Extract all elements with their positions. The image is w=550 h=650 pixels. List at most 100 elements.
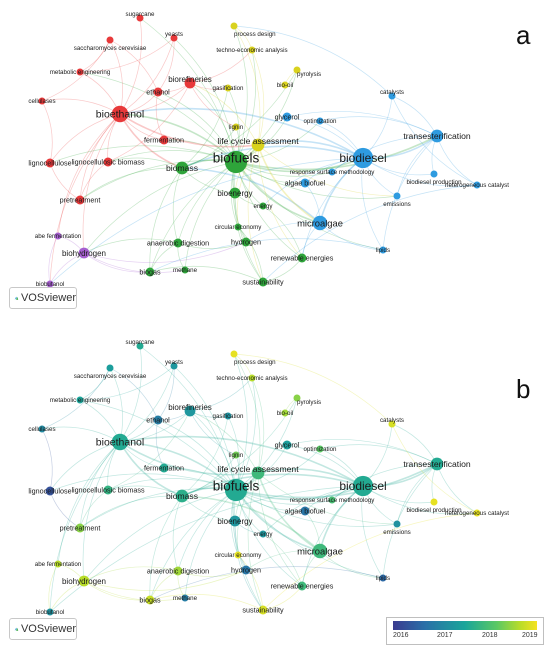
node-biobutanol[interactable] <box>46 608 54 616</box>
node-anaerobic[interactable] <box>173 238 183 248</box>
node-biooil[interactable] <box>281 81 289 89</box>
node-transesterification[interactable] <box>430 129 444 143</box>
node-energy[interactable] <box>259 530 267 538</box>
node-optimization[interactable] <box>316 445 324 453</box>
node-gasification[interactable] <box>224 84 232 92</box>
node-biogas[interactable] <box>145 267 155 277</box>
node-algae_biofuel[interactable] <box>300 178 310 188</box>
node-lignocellulosic[interactable] <box>103 485 113 495</box>
node-methane[interactable] <box>181 266 189 274</box>
node-microalgae[interactable] <box>312 543 328 559</box>
node-anaerobic[interactable] <box>173 566 183 576</box>
node-lignin[interactable] <box>232 123 240 131</box>
node-process_design[interactable] <box>230 22 238 30</box>
node-sustainability[interactable] <box>258 277 268 287</box>
vosviewer-logo-text: VOSviewer <box>20 292 76 304</box>
node-yeasts[interactable] <box>170 34 178 42</box>
node-biomass[interactable] <box>175 489 189 503</box>
node-rsm[interactable] <box>328 496 336 504</box>
node-sugarcane[interactable] <box>136 14 144 22</box>
node-microalgae[interactable] <box>312 215 328 231</box>
node-catalysts[interactable] <box>388 92 396 100</box>
node-catalysts[interactable] <box>388 420 396 428</box>
node-biorefineries[interactable] <box>184 405 196 417</box>
node-glycerol[interactable] <box>282 440 292 450</box>
node-glycerol[interactable] <box>282 112 292 122</box>
node-abe[interactable] <box>54 232 62 240</box>
node-pretreatment[interactable] <box>75 523 85 533</box>
node-biorefineries[interactable] <box>184 77 196 89</box>
node-saccharomyces[interactable] <box>106 364 114 372</box>
node-tea[interactable] <box>248 46 256 54</box>
node-emissions[interactable] <box>393 520 401 528</box>
node-abe[interactable] <box>54 560 62 568</box>
node-fermentation[interactable] <box>159 135 169 145</box>
node-biomass[interactable] <box>175 161 189 175</box>
node-circular_economy[interactable] <box>234 551 242 559</box>
node-renewable[interactable] <box>297 581 307 591</box>
node-bioenergy[interactable] <box>229 515 241 527</box>
node-lignocellulosic[interactable] <box>103 157 113 167</box>
node-heterogeneous[interactable] <box>473 509 481 517</box>
node-optimization[interactable] <box>316 117 324 125</box>
link-edge <box>189 377 253 412</box>
node-biodiesel[interactable] <box>352 147 374 169</box>
node-lignocellulose[interactable] <box>45 486 55 496</box>
link-edge <box>286 110 438 137</box>
node-biogas[interactable] <box>145 595 155 605</box>
node-metabolic[interactable] <box>76 396 84 404</box>
node-biodiesel_production[interactable] <box>430 498 438 506</box>
node-bioenergy[interactable] <box>229 187 241 199</box>
node-ethanol[interactable] <box>153 87 163 97</box>
node-heterogeneous[interactable] <box>473 181 481 189</box>
node-methane[interactable] <box>181 594 189 602</box>
node-lipids[interactable] <box>379 574 387 582</box>
node-label-biorefineries: biorefineries <box>168 403 212 412</box>
node-renewable[interactable] <box>297 253 307 263</box>
node-circular_economy[interactable] <box>234 223 242 231</box>
node-label-catalysts: catalysts <box>380 89 404 96</box>
node-biofuels[interactable] <box>224 478 248 502</box>
node-bioethanol[interactable] <box>111 433 129 451</box>
node-biohydrogen[interactable] <box>78 247 90 259</box>
node-hydrogen[interactable] <box>241 565 251 575</box>
node-energy[interactable] <box>259 202 267 210</box>
node-lipids[interactable] <box>379 246 387 254</box>
node-saccharomyces[interactable] <box>106 36 114 44</box>
node-pyrolysis[interactable] <box>293 394 301 402</box>
node-lignin[interactable] <box>232 451 240 459</box>
node-label-fermentation: fermentation <box>144 136 184 145</box>
node-emissions[interactable] <box>393 192 401 200</box>
node-bioethanol[interactable] <box>111 105 129 123</box>
node-cellulases[interactable] <box>38 97 46 105</box>
node-biohydrogen[interactable] <box>78 575 90 587</box>
node-biodiesel_production[interactable] <box>430 170 438 178</box>
node-sugarcane[interactable] <box>136 342 144 350</box>
node-lca[interactable] <box>251 466 265 480</box>
node-biobutanol[interactable] <box>46 280 54 288</box>
node-gasification[interactable] <box>224 412 232 420</box>
node-sustainability[interactable] <box>258 605 268 615</box>
node-biooil[interactable] <box>281 409 289 417</box>
node-hydrogen[interactable] <box>241 237 251 247</box>
node-pyrolysis[interactable] <box>293 66 301 74</box>
node-cellulases[interactable] <box>38 425 46 433</box>
node-label-process_design: process design <box>234 31 276 38</box>
node-biodiesel[interactable] <box>352 475 374 497</box>
node-transesterification[interactable] <box>430 457 444 471</box>
node-lca[interactable] <box>251 138 265 152</box>
node-pretreatment[interactable] <box>75 195 85 205</box>
node-label-sustainability: sustainability <box>242 278 284 287</box>
node-biofuels[interactable] <box>224 150 248 174</box>
node-label-lignocellulose: lignocellulose <box>28 487 71 496</box>
node-metabolic[interactable] <box>76 68 84 76</box>
node-lignocellulose[interactable] <box>45 158 55 168</box>
node-rsm[interactable] <box>328 168 336 176</box>
node-process_design[interactable] <box>230 350 238 358</box>
node-fermentation[interactable] <box>159 463 169 473</box>
node-algae_biofuel[interactable] <box>300 506 310 516</box>
node-tea[interactable] <box>248 374 256 382</box>
node-ethanol[interactable] <box>153 415 163 425</box>
node-yeasts[interactable] <box>170 362 178 370</box>
